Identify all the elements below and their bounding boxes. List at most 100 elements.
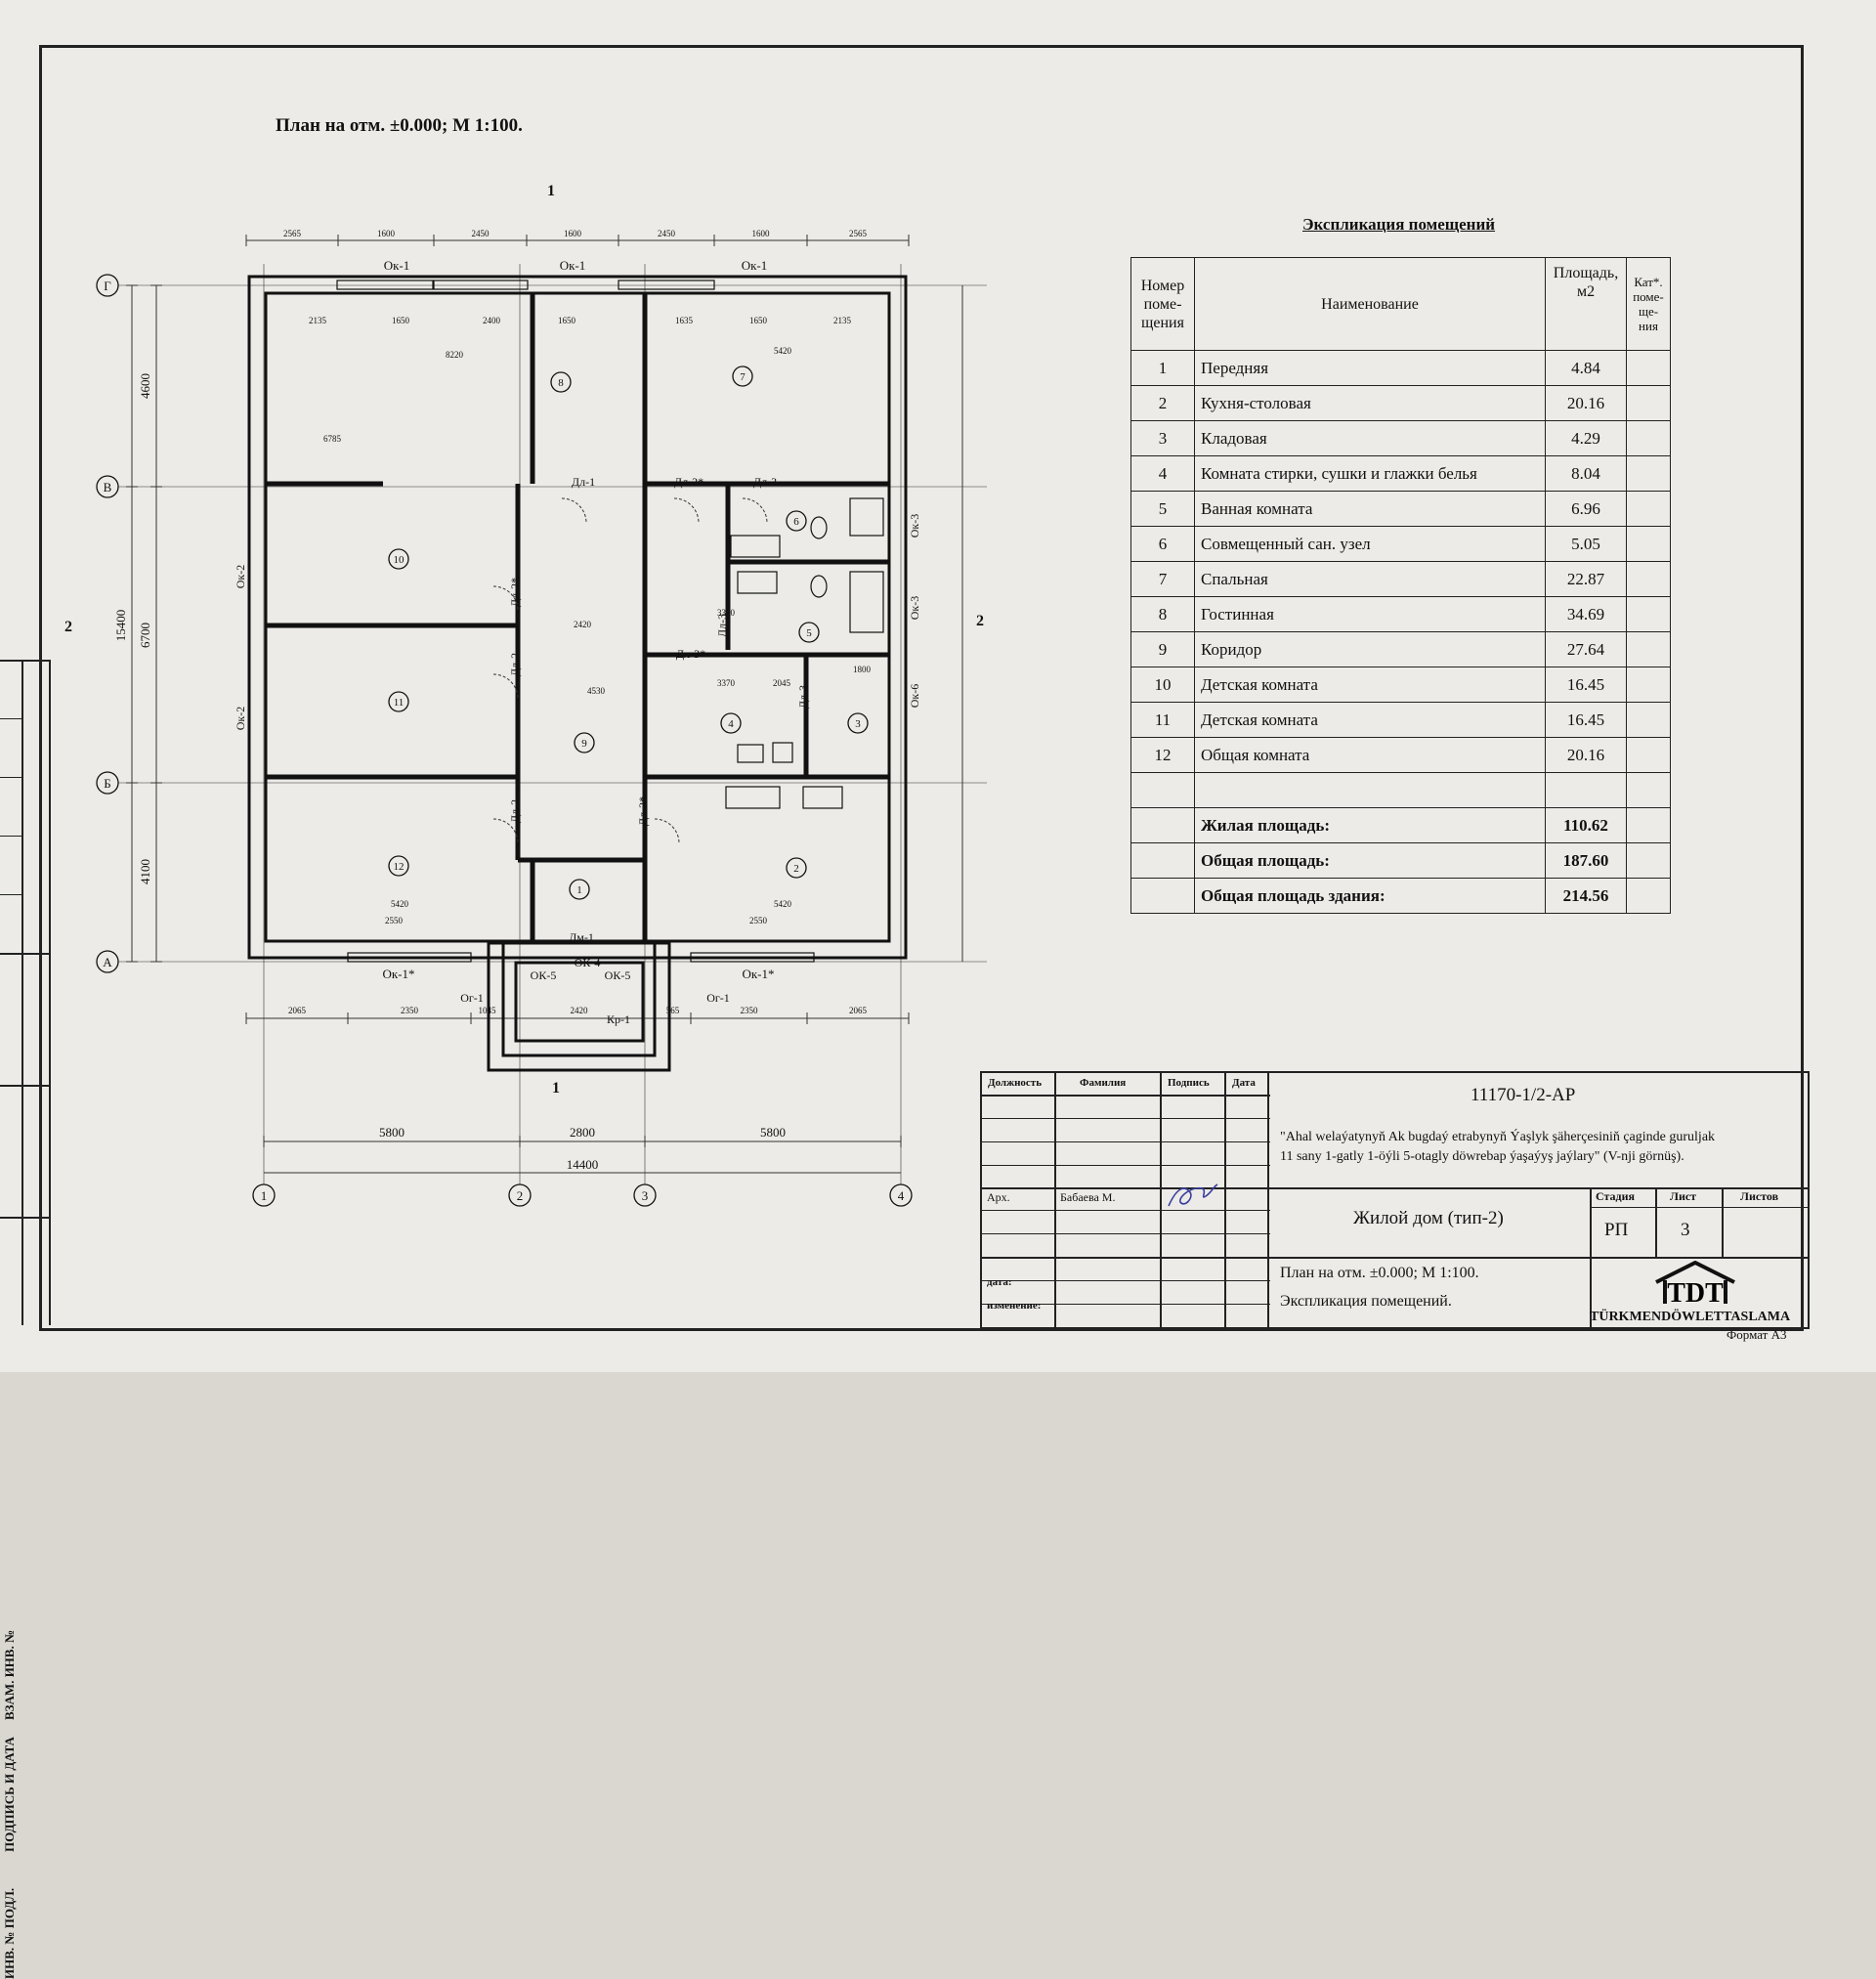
room-area: 16.45 bbox=[1545, 667, 1627, 703]
side-sign-date: ПОДПИСЬ И ДАТА bbox=[2, 1737, 17, 1852]
top-dim: 2565 bbox=[849, 229, 868, 238]
room-name: Кладовая bbox=[1194, 420, 1546, 456]
total-row: Общая площадь здания:214.56 bbox=[1130, 878, 1671, 914]
total-label: Жилая площадь: bbox=[1194, 807, 1546, 843]
room-area: 20.16 bbox=[1545, 737, 1627, 773]
room-dim: 5420 bbox=[391, 899, 409, 909]
window-label: Ок-6 bbox=[908, 684, 921, 709]
axis-dim: 5800 bbox=[760, 1125, 786, 1140]
left-dim: 6700 bbox=[138, 623, 152, 648]
drawing-code: 11170-1/2-АР bbox=[1471, 1085, 1576, 1105]
left-dim: 4100 bbox=[138, 859, 152, 884]
room-number: 1 bbox=[1130, 350, 1195, 386]
section-mark-bottom: 1 bbox=[552, 1080, 560, 1097]
axis-bubble-col bbox=[889, 1183, 913, 1207]
window-opening bbox=[347, 952, 472, 963]
room-area: 16.45 bbox=[1545, 702, 1627, 738]
fixture bbox=[849, 571, 884, 633]
axis-dim: 2800 bbox=[570, 1125, 595, 1140]
window-label: Ок-1 bbox=[560, 258, 586, 273]
room-number-label: 9 bbox=[581, 738, 587, 750]
side-strip: ИНВ. № ПОДЛ. ПОДПИСЬ И ДАТА ВЗАМ. ИНВ. № bbox=[0, 660, 51, 1979]
label-date: дата: bbox=[987, 1276, 1012, 1288]
room-name: Детская комната bbox=[1194, 667, 1546, 703]
total-value: 214.56 bbox=[1545, 878, 1627, 914]
room-number-label: 7 bbox=[740, 371, 746, 383]
room-number-label: 4 bbox=[728, 718, 734, 730]
total-row: Жилая площадь:110.62 bbox=[1130, 807, 1671, 843]
room-category bbox=[1626, 561, 1671, 597]
sheet-label: Лист bbox=[1670, 1189, 1697, 1203]
top-dim: 2450 bbox=[658, 229, 676, 238]
room-number: 5 bbox=[1130, 491, 1195, 527]
axis-row-label: Г bbox=[104, 279, 111, 293]
axis-row-label: А bbox=[103, 955, 112, 969]
room-dim: 6785 bbox=[323, 434, 342, 444]
toilet-fixture bbox=[810, 516, 828, 539]
room-area: 6.96 bbox=[1545, 491, 1627, 527]
window-opening bbox=[336, 280, 434, 290]
entrance-label: ОК-4 bbox=[575, 956, 601, 969]
bottom-dim: 2420 bbox=[571, 1006, 589, 1015]
room-area: 34.69 bbox=[1545, 596, 1627, 632]
room-number: 9 bbox=[1130, 631, 1195, 667]
room-name: Общая комната bbox=[1194, 737, 1546, 773]
section-mark-left: 2 bbox=[64, 619, 72, 635]
room-dim: 2420 bbox=[574, 620, 592, 629]
bottom-dim: 2350 bbox=[741, 1006, 759, 1015]
room-number-label: 8 bbox=[558, 377, 564, 389]
room-name: Кухня-столовая bbox=[1194, 385, 1546, 421]
window-opening bbox=[433, 280, 529, 290]
project-line-1: "Ahal welaýatynyň Ak bugdaý etrabynyň Ýa… bbox=[1280, 1130, 1716, 1144]
room-bubble bbox=[720, 712, 742, 734]
door-label: Дл-3 bbox=[715, 614, 729, 637]
door-swing bbox=[742, 497, 768, 524]
fixture bbox=[730, 535, 781, 558]
left-dim-total: 15400 bbox=[113, 610, 128, 642]
room-name: Спальная bbox=[1194, 561, 1546, 597]
room-number: 7 bbox=[1130, 561, 1195, 597]
window-label: Ок-3 bbox=[908, 596, 921, 621]
room-dim: 1650 bbox=[749, 316, 768, 325]
porch-inner bbox=[501, 941, 657, 1057]
door-label: Дл-2 bbox=[508, 799, 522, 823]
room-dim: 1800 bbox=[853, 665, 872, 674]
axis-col-label: 4 bbox=[898, 1188, 905, 1203]
door-label: Дл-3* bbox=[676, 647, 705, 661]
door-label: Дл-3 bbox=[753, 475, 777, 489]
room-number-label: 1 bbox=[576, 884, 582, 896]
room-name: Ванная комната bbox=[1194, 491, 1546, 527]
total-dim: 14400 bbox=[567, 1157, 599, 1172]
title-block: Должность Фамилия Подпись Дата 11170-1/2… bbox=[980, 1071, 1810, 1329]
room-category bbox=[1626, 737, 1671, 773]
section-mark-top: 1 bbox=[547, 183, 555, 199]
svg-text:TDT: TDT bbox=[1667, 1278, 1724, 1309]
axis-row-label: Б bbox=[104, 776, 110, 791]
room-bubble bbox=[847, 712, 869, 734]
room-area: 20.16 bbox=[1545, 385, 1627, 421]
room-number: 10 bbox=[1130, 667, 1195, 703]
room-number-label: 10 bbox=[394, 554, 405, 566]
room-dim: 2550 bbox=[385, 916, 404, 925]
window-label: Ок-2 bbox=[234, 707, 247, 731]
axis-bubble-col bbox=[508, 1183, 532, 1207]
room-category bbox=[1626, 350, 1671, 386]
header-name: Наименование bbox=[1194, 257, 1546, 351]
stage-value: РП bbox=[1604, 1220, 1629, 1240]
room-name: Детская комната bbox=[1194, 702, 1546, 738]
room-dim: 4530 bbox=[587, 686, 606, 696]
room-dim: 2400 bbox=[483, 316, 501, 325]
format-label: Формат А3 bbox=[1727, 1327, 1787, 1342]
room-dim: 5420 bbox=[774, 346, 792, 356]
window-label: Ок-1 bbox=[384, 258, 410, 273]
